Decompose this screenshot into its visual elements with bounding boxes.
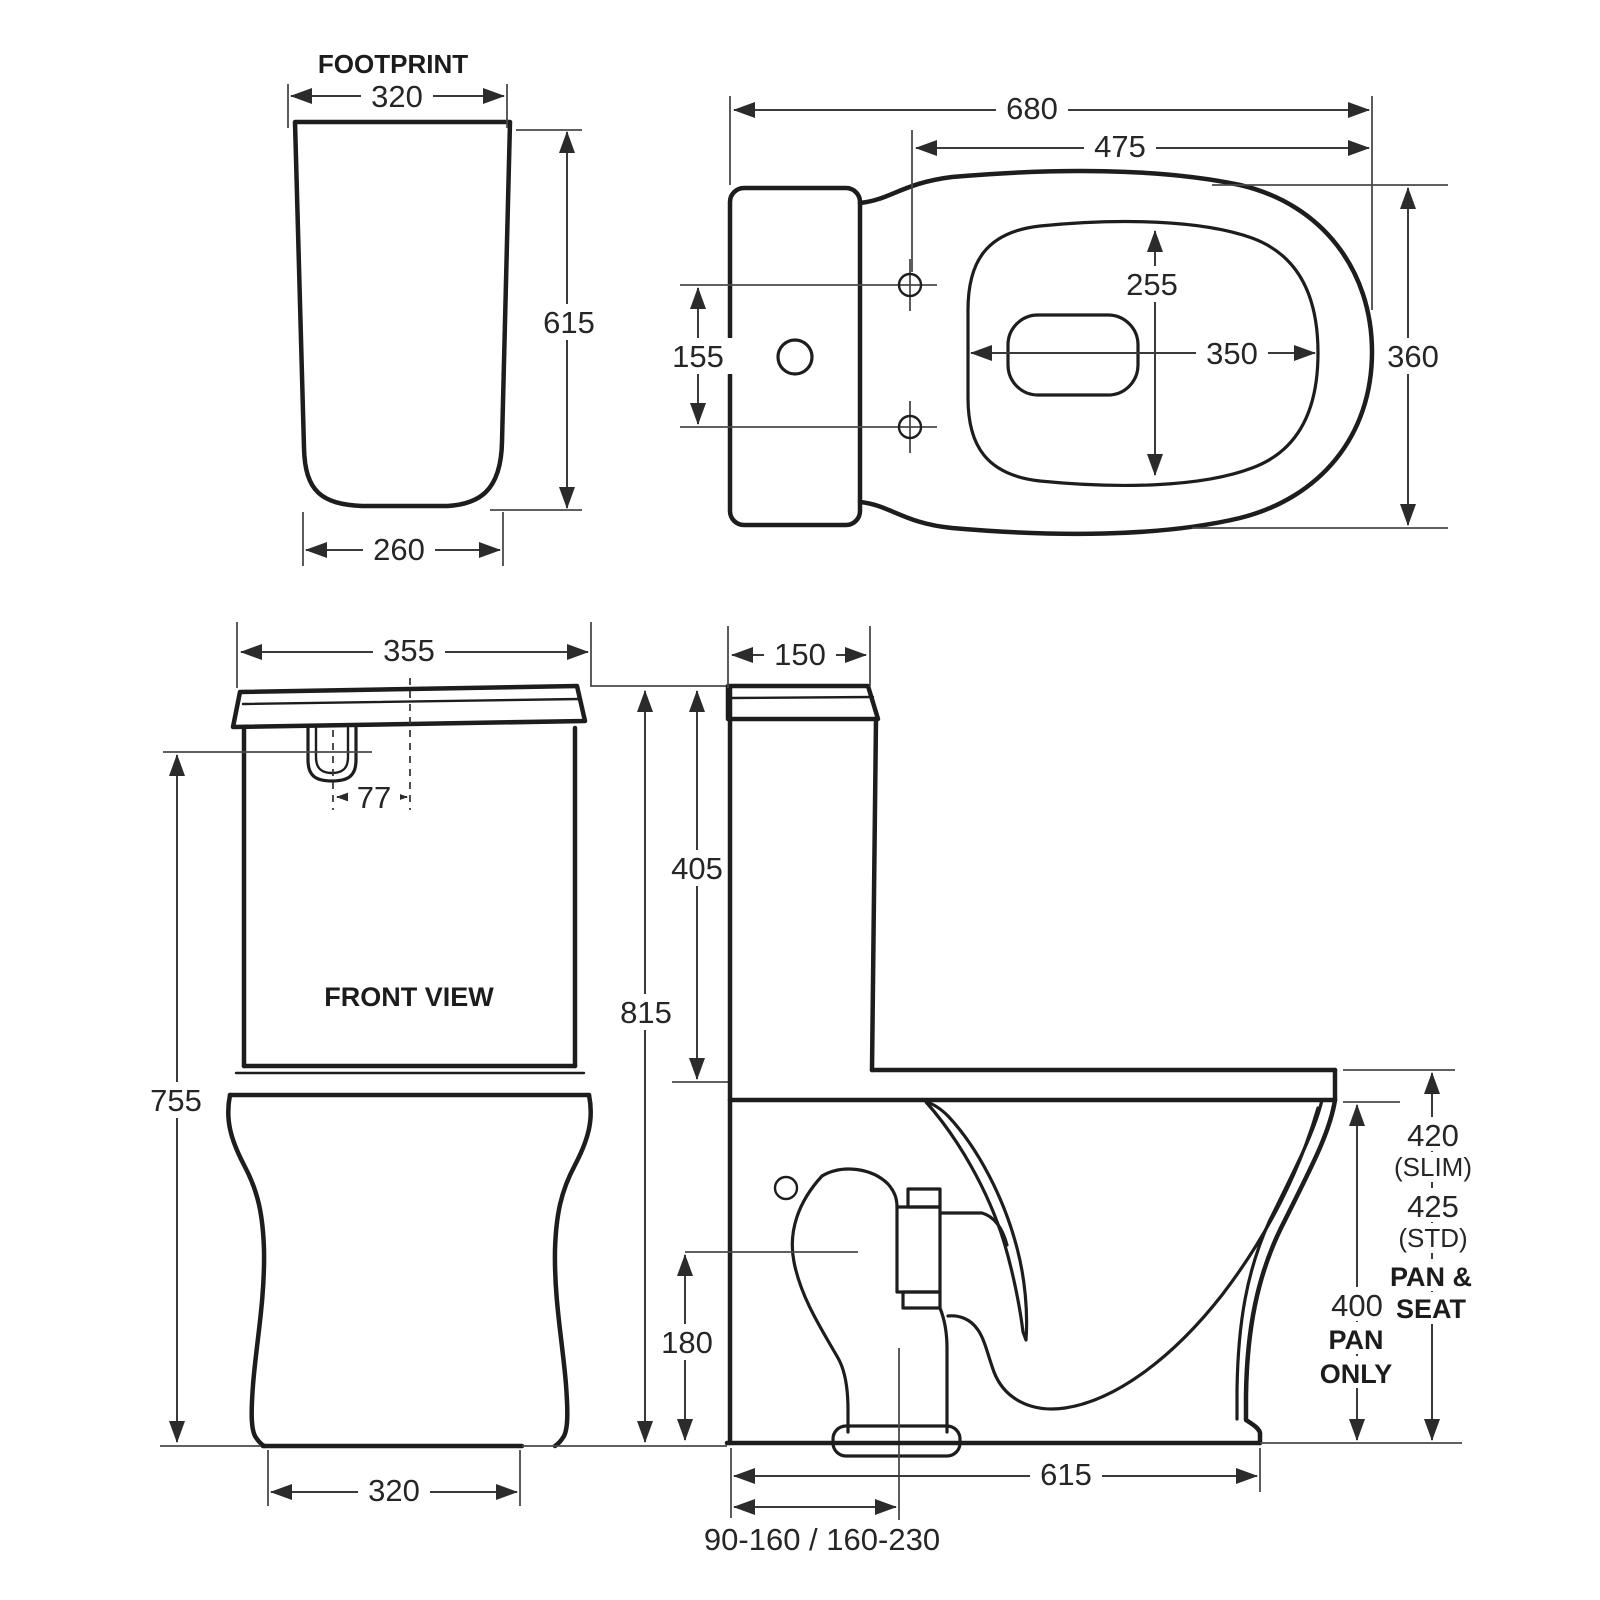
top-view-seat-outline [857, 168, 1375, 537]
front-cistern-lid [230, 683, 588, 730]
front-lever-height-label: 755 [150, 1083, 202, 1118]
side-pan-seat-label-1: PAN & [1390, 1262, 1472, 1292]
front-cistern-width-label: 355 [383, 633, 435, 668]
front-view: 355 77 755 815 405 320 FRONT VIEW [140, 622, 733, 1508]
side-trap-height-label: 180 [661, 1325, 713, 1360]
front-total-height-label: 815 [620, 995, 672, 1030]
side-seat-std-note: (STD) [1398, 1223, 1467, 1253]
side-seat-height-std-label: 425 [1407, 1189, 1459, 1224]
side-cistern-lid [725, 683, 881, 722]
side-cistern-depth-label: 150 [774, 637, 826, 672]
side-seat-height-slim-label: 420 [1407, 1118, 1459, 1153]
side-flush-rim-hook [924, 1100, 1029, 1342]
top-view-cistern-outline [727, 185, 863, 528]
side-outlet-flange [895, 1205, 942, 1294]
front-pedestal-left-edge [226, 1092, 267, 1449]
side-pan-front-edge [1243, 1097, 1338, 1446]
top-view: 680 475 155 255 350 360 [662, 90, 1449, 537]
front-flush-button [306, 726, 358, 783]
top-view-fixing-hole-lower [897, 414, 923, 440]
footprint-top-width-label: 320 [371, 79, 423, 114]
top-view-flush-button [776, 338, 814, 376]
side-overall-depth-label: 615 [1040, 1457, 1092, 1492]
side-outlet-elbow [790, 1174, 850, 1434]
footprint-outline [292, 119, 513, 509]
footprint-view: FOOTPRINT 320 615 260 [287, 49, 605, 567]
front-pedestal-right-edge [552, 1092, 593, 1449]
side-pan-only-label-2: ONLY [1320, 1359, 1393, 1389]
footprint-bottom-width-label: 260 [373, 532, 425, 567]
side-pan-only-label-1: PAN [1328, 1325, 1383, 1355]
top-seat-length-label: 475 [1094, 129, 1146, 164]
top-overall-length-label: 680 [1006, 91, 1058, 126]
side-fixing-hole [773, 1175, 799, 1201]
side-pan-height-label: 400 [1331, 1288, 1383, 1323]
front-base-width-label: 320 [368, 1473, 420, 1508]
top-overall-width-label: 360 [1387, 339, 1439, 374]
top-view-seat-inner-ring [966, 219, 1320, 488]
top-view-fixing-hole-upper [897, 272, 923, 298]
top-bowl-depth-label: 255 [1126, 267, 1178, 302]
side-pan-front-inner-edge [1235, 1098, 1324, 1421]
top-view-bowl-opening [1006, 313, 1140, 397]
footprint-title: FOOTPRINT [318, 49, 468, 79]
side-view: 150 180 615 90-160 / 160-230 420 (SLIM) … [651, 626, 1481, 1557]
top-bowl-width-label: 350 [1206, 336, 1258, 371]
footprint-height-label: 615 [543, 305, 595, 340]
side-bowl-inner-wall [946, 1106, 1320, 1411]
front-view-title: FRONT VIEW [324, 982, 494, 1012]
side-seat-slim-note: (SLIM) [1394, 1152, 1472, 1182]
top-hole-spacing-label: 155 [672, 339, 724, 374]
front-button-offset-label: 77 [357, 780, 391, 815]
front-cistern-height-label: 405 [671, 851, 723, 886]
side-outlet-setout-label: 90-160 / 160-230 [704, 1522, 940, 1557]
side-pan-seat-label-2: SEAT [1396, 1294, 1467, 1324]
